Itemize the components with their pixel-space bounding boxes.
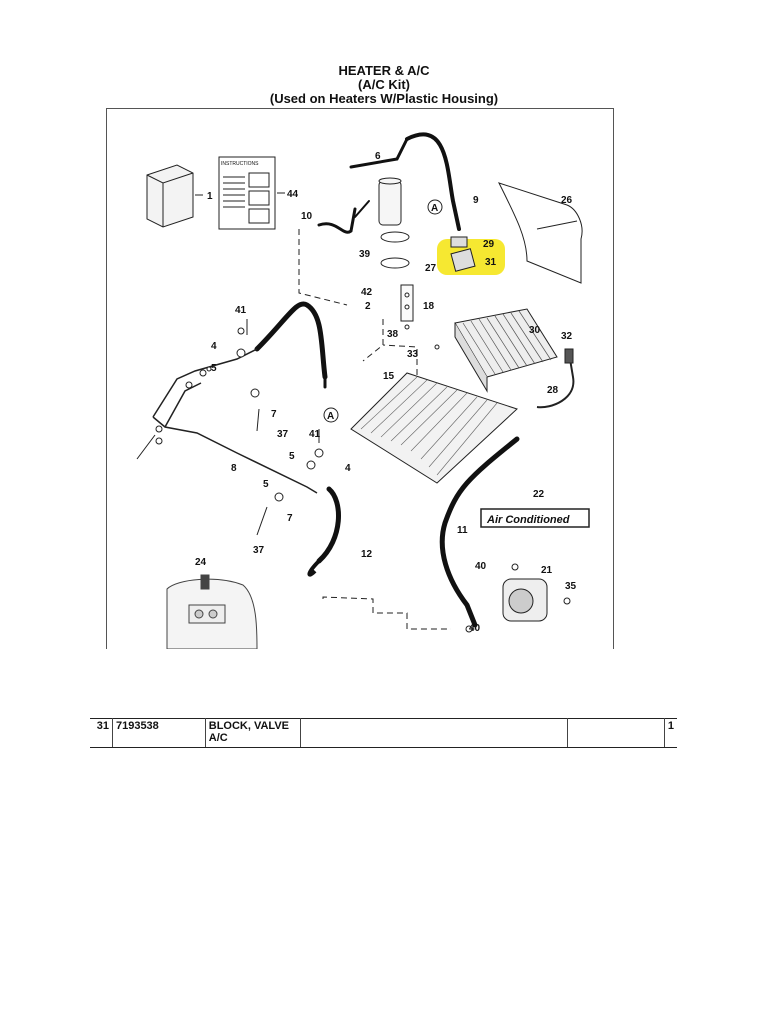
callout-label: 4	[211, 341, 217, 352]
callout-label: 38	[387, 329, 399, 340]
nuts	[155, 292, 571, 633]
title-line-1: HEATER & A/C	[338, 63, 430, 78]
callout-labels: 1 44 6 9 10 39 26 29 31 27 42 2 18 38 41…	[195, 151, 577, 634]
callout-label: 41	[309, 429, 321, 440]
title-line-3: (Used on Heaters W/Plastic Housing)	[269, 91, 499, 106]
callout-label: 6	[375, 151, 381, 162]
part-22-decal: Air Conditioned	[480, 508, 590, 528]
serial-cell	[567, 718, 665, 748]
callout-label: 35	[565, 581, 577, 592]
callout-label: 26	[561, 195, 573, 206]
callout-label: 32	[561, 331, 573, 342]
part-32-sensor	[536, 352, 575, 409]
callout-label: 37	[277, 429, 289, 440]
part-description: BLOCK, VALVE A/C	[205, 718, 301, 748]
part-15-condenser	[350, 372, 518, 484]
callout-label: 11	[457, 525, 468, 536]
item-number: 31	[90, 718, 113, 748]
callout-label: 21	[541, 565, 553, 576]
description-line-1: BLOCK, VALVE	[208, 720, 290, 732]
callout-label: 9	[473, 195, 479, 206]
diagram-title: HEATER & A/C (A/C Kit) (Used on Heaters …	[0, 64, 768, 106]
callout-label: 30	[529, 325, 541, 336]
callout-label: 4	[345, 463, 351, 474]
title-line-2: (A/C Kit)	[358, 77, 410, 92]
callout-label: 7	[271, 409, 277, 420]
part-21-compressor	[502, 578, 548, 622]
part-24-engine	[166, 574, 258, 649]
part-30-evaporator	[454, 308, 558, 393]
instructions-label: INSTRUCTIONS	[221, 161, 259, 167]
callout-label: 18	[423, 301, 435, 312]
callout-a-letter-2: A	[327, 411, 334, 422]
callout-label: 24	[195, 557, 207, 568]
notes-cell	[300, 718, 569, 748]
quantity: 1	[664, 718, 677, 748]
decal-text: Air Conditioned	[486, 514, 570, 526]
callout-label: 39	[359, 249, 371, 260]
callout-label: 27	[425, 263, 437, 274]
callout-label: 5	[289, 451, 295, 462]
callout-label: 8	[231, 463, 237, 474]
dashed-lines	[298, 229, 451, 630]
callout-label: 40	[475, 561, 487, 572]
part-12-hose	[307, 559, 321, 577]
part-26-panel	[498, 182, 583, 284]
part-number: 7193538	[112, 718, 206, 748]
callout-label: 12	[361, 549, 373, 560]
callout-label: 2	[365, 301, 371, 312]
callout-label: 15	[383, 371, 395, 382]
callout-label: 29	[483, 239, 495, 250]
callout-label: 37	[253, 545, 265, 556]
callout-label: 42	[361, 287, 373, 298]
part-39-clamps	[380, 231, 410, 269]
callout-label: 33	[407, 349, 419, 360]
callout-label: 22	[533, 489, 545, 500]
exploded-parts-diagram: INSTRUCTIONS	[106, 108, 614, 649]
part-6-drier	[378, 177, 402, 226]
callout-label: 1	[207, 191, 213, 202]
callout-a-letter-1: A	[431, 203, 438, 214]
callout-label: 5	[263, 479, 269, 490]
diagram-canvas: INSTRUCTIONS	[136, 132, 590, 649]
part-18-bracket	[400, 284, 414, 322]
callout-label: 10	[301, 211, 313, 222]
part-31-valve-block	[450, 236, 476, 272]
hoses	[254, 132, 520, 628]
callout-label: 7	[287, 513, 293, 524]
callout-label: 28	[547, 385, 559, 396]
callout-label: 40	[469, 623, 481, 634]
callout-label: 31	[485, 257, 497, 268]
callout-label: 41	[235, 305, 247, 316]
callout-label: 5	[211, 363, 217, 374]
bolts	[136, 319, 320, 536]
description-line-2: A/C	[208, 732, 228, 744]
callout-label: 44	[287, 189, 299, 200]
part-44-instructions	[218, 156, 276, 230]
parts-table: 31 7193538 BLOCK, VALVE A/C 1	[90, 718, 677, 748]
part-1-box	[146, 164, 194, 228]
table-row: 31 7193538 BLOCK, VALVE A/C 1	[90, 718, 677, 748]
callout-a	[323, 199, 443, 423]
